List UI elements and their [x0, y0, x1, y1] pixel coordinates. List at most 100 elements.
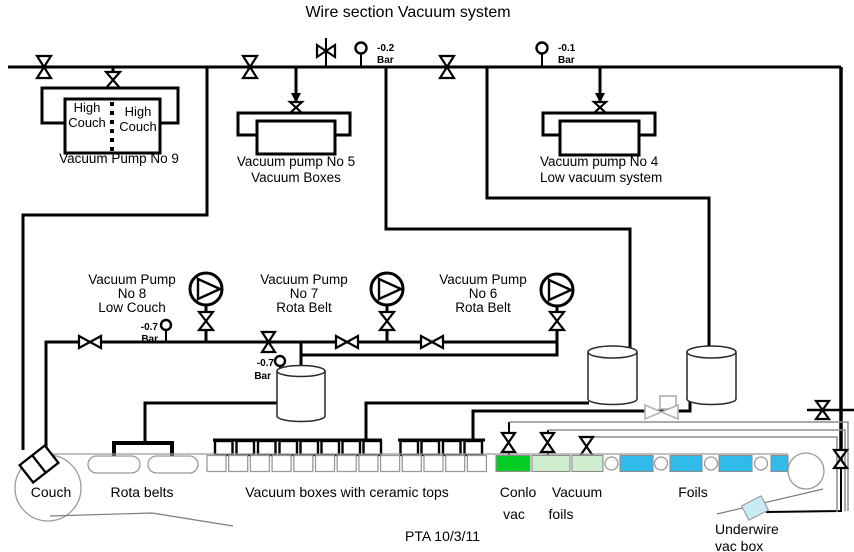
- tank1-riser-pipe: [384, 67, 632, 350]
- ceramic-top-box: [293, 454, 314, 473]
- pump9-cell-left-line2: Couch: [68, 115, 106, 130]
- vacuum-pump-5-unit: [236, 111, 352, 156]
- right-branch-valve-icon: [813, 399, 832, 421]
- foil-box: [669, 454, 703, 473]
- vacuum-foils-label-line2: foils: [549, 506, 574, 522]
- gauge-top-mid-value: -0.2: [377, 43, 395, 54]
- vacuum-boxes-label: Vacuum boxes with ceramic tops: [245, 484, 449, 500]
- manifold-valve-icon: [334, 334, 360, 350]
- flow-arrow-icon: [595, 93, 605, 103]
- pump-triangle-icon: [547, 278, 574, 302]
- foil-header-3: [587, 436, 838, 512]
- tank2-body: [686, 352, 737, 406]
- pump9-cell-left-line1: High: [74, 100, 101, 115]
- rota-belt-roll: [87, 455, 141, 474]
- vacuum-foil-box: [571, 454, 604, 473]
- table-roll: [753, 456, 769, 471]
- pump-triangle-icon: [377, 277, 404, 301]
- manifold-valve-icon: [419, 334, 445, 350]
- ceramic-top-box: [466, 454, 488, 473]
- pump4-label-line1: Vacuum pump No 4: [540, 154, 659, 169]
- manifold-valve-icon: [259, 330, 278, 354]
- manifold-return-pipe: [301, 342, 559, 357]
- gray-butterfly-valve-icon: [644, 395, 679, 421]
- gauge-tank-value: -0.7: [257, 358, 275, 369]
- ceramic-top-box: [249, 454, 271, 473]
- foil-box: [619, 454, 654, 473]
- pump5-valve-icon: [287, 100, 305, 115]
- control-valve-icon: [315, 42, 337, 60]
- pump7-valve-icon: [377, 310, 397, 332]
- turning-roll: [787, 452, 825, 490]
- tank2-riser-pipe: [485, 67, 711, 350]
- vacuum-box-cell: [278, 439, 299, 457]
- conlo-vac-valve-icon: [499, 431, 518, 454]
- vacuum-foil-valve-icon: [577, 435, 596, 458]
- pump6-label-line1: Vacuum Pump: [439, 272, 527, 287]
- foil-box: [718, 454, 753, 473]
- gauge-icon: [535, 41, 549, 55]
- pump4-label-line2: Low vacuum system: [540, 170, 662, 185]
- gauge-top-right-value: -0.1: [558, 43, 576, 54]
- diagram-text: Wire section Vacuum system High Couch Hi…: [31, 4, 779, 552]
- foil-box: [770, 454, 789, 473]
- pump8-label-line3: Low Couch: [98, 300, 166, 315]
- pump8-valve-icon: [196, 310, 216, 332]
- vacuum-pump-9-unit: [40, 86, 180, 155]
- vacuum-box-cell: [362, 439, 383, 457]
- table-roll: [653, 456, 669, 471]
- underwire-vac-box: [740, 495, 770, 521]
- rota-belt-bracket: [112, 441, 174, 456]
- vacuum-box-cell: [420, 439, 441, 457]
- ceramic-top-box: [271, 454, 292, 473]
- isolation-valve-icon: [240, 54, 260, 80]
- underwire-label-line1: Underwire: [715, 521, 779, 537]
- right-riser-valve-icon: [831, 448, 850, 470]
- table-roll: [703, 456, 719, 471]
- ceramic-top-box: [314, 454, 336, 473]
- pump9-valve-icon: [103, 70, 123, 90]
- couch-suction-box: [18, 443, 60, 485]
- ceramic-top-box: [336, 454, 357, 473]
- vacuum-box-cell: [299, 439, 320, 457]
- pump8-label-line2: No 8: [118, 286, 147, 301]
- vacuum-pump-4-unit: [541, 111, 657, 157]
- gauge-icon: [159, 318, 173, 332]
- conlo-vac-box: [495, 454, 531, 473]
- tank1-body: [587, 352, 638, 406]
- foil-header-lines: [509, 421, 849, 512]
- ceramic-top-box: [423, 454, 444, 473]
- ceramic-top-box: [206, 454, 227, 473]
- gauge-icon: [273, 354, 287, 368]
- valves: [34, 42, 850, 470]
- foils-label: Foils: [678, 484, 708, 500]
- pump9-label: Vacuum Pump No 9: [59, 151, 179, 166]
- pump4-inner-box: [558, 119, 641, 157]
- gauge-top-mid-unit: Bar: [377, 55, 394, 66]
- vacuum-foil-box: [531, 454, 571, 473]
- suction-brackets: [112, 438, 485, 457]
- vacuum-box-cell: [256, 439, 277, 457]
- tank2-top: [686, 345, 737, 359]
- vacuum-box-cell: [463, 439, 484, 457]
- conlo-label-line1: Conlo: [500, 484, 537, 500]
- couch-label: Couch: [31, 484, 71, 500]
- rota-belts-label: Rota belts: [110, 484, 173, 500]
- vacuum-box-cell: [213, 439, 234, 457]
- pump7-label-line3: Rota Belt: [276, 300, 332, 315]
- paper-machine-strip: [14, 443, 825, 527]
- manifold-valve-icon: [77, 334, 103, 350]
- page-title: Wire section Vacuum system: [305, 4, 510, 21]
- gauge-top-right-unit: Bar: [558, 55, 575, 66]
- pump7-label-line1: Vacuum Pump: [260, 272, 348, 287]
- gauge-tank-unit: Bar: [254, 371, 271, 382]
- foil-header-2: [548, 429, 846, 511]
- pump5-label-line2: Vacuum Boxes: [251, 170, 341, 185]
- vacbox1-suction-pipe: [364, 401, 589, 441]
- conlo-label-line2: vac: [503, 506, 525, 522]
- pump6-label-line2: No 6: [469, 286, 498, 301]
- vacuum-box-cell: [235, 439, 256, 457]
- gauge-manifold-unit: Bar: [141, 334, 158, 345]
- vacbox2-suction-pipe: [471, 402, 692, 441]
- pump5-label-line1: Vacuum pump No 5: [237, 154, 355, 169]
